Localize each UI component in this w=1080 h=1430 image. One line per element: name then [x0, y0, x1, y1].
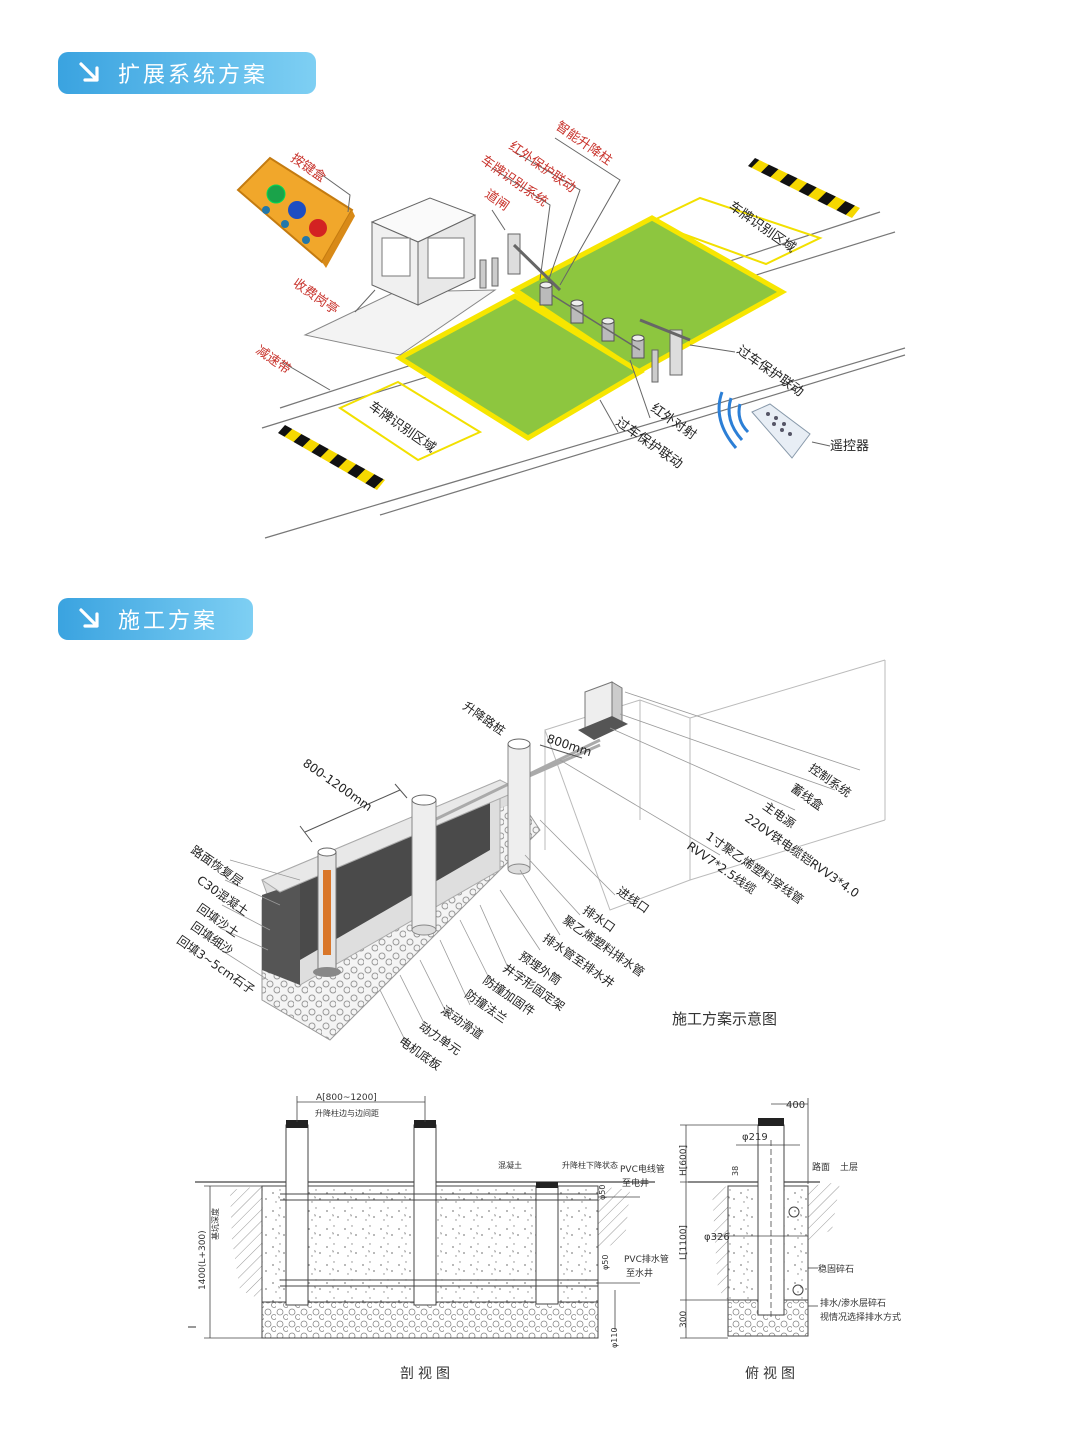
island	[303, 289, 497, 356]
label-h600: H[600]	[679, 1145, 689, 1176]
speed-bump-bottom	[278, 425, 385, 490]
bollard-2	[411, 794, 437, 936]
label-pvc-drain: PVC排水管	[624, 1253, 669, 1265]
label-bollard: 升降路桩	[460, 698, 508, 738]
label-concrete: 混凝土	[498, 1160, 522, 1170]
section-title: 扩展系统方案	[118, 63, 269, 88]
label-spacing: 800-1200mm	[300, 756, 375, 814]
label-soil: 土层	[840, 1161, 858, 1173]
label-to-well1: 至电井	[622, 1177, 649, 1189]
label-dim-a: A[800~1200]	[316, 1093, 377, 1103]
label-inlet: 进线口	[614, 884, 652, 916]
label-n300: 300	[679, 1311, 689, 1328]
label-lowered: 升降柱下降状态	[562, 1160, 618, 1170]
label-road: 路面	[812, 1161, 830, 1173]
green-area-bottom	[395, 293, 645, 441]
label-power2: 220V铁电缆铠RVV3*4.0	[742, 810, 862, 900]
bollard-3	[507, 738, 531, 875]
bollard-1	[313, 847, 341, 977]
label-remote: 遥控器	[830, 439, 869, 454]
speed-bump-top	[748, 158, 860, 218]
button-box	[236, 156, 355, 268]
label-between: 升降柱边与边间距	[315, 1108, 379, 1118]
control-cabinet	[578, 681, 628, 740]
label-speed-bump: 减速带	[253, 343, 294, 378]
toll-booth	[370, 197, 477, 306]
top-view: 400 H[600] φ219 38 路面 土层 φ326 L[1100] 稳固…	[679, 1098, 901, 1382]
plate-zone-top	[647, 196, 823, 266]
label-stone: 稳固碎石	[818, 1263, 854, 1275]
section-and-top-views: A[800~1200] 升降柱边与边间距 混凝土 升降柱下降状态 PVC电线管 …	[188, 1093, 901, 1382]
arrow-down-right-icon	[79, 608, 99, 628]
top-view-caption: 俯视图	[745, 1366, 799, 1382]
barrier-gate	[479, 233, 691, 383]
label-phi326: φ326	[704, 1232, 730, 1243]
construction-diagram: 升降路桩 800-1200mm 800mm 控制系统 蓄线盒 主电源 220V铁…	[174, 659, 886, 1073]
section-view: A[800~1200] 升降柱边与边间距 混凝土 升降柱下降状态 PVC电线管 …	[188, 1093, 669, 1382]
arrow-down-right-icon	[79, 62, 99, 82]
label-plate-zone-bottom: 车牌识别区域	[366, 398, 439, 456]
label-to-well2: 至水井	[626, 1267, 653, 1279]
section-title: 施工方案	[118, 609, 219, 634]
label-drain-layer: 排水/渗水层碎石	[820, 1297, 886, 1309]
label-depth2: 基坑深度	[210, 1208, 220, 1240]
label-toll-booth: 收费岗亭	[290, 275, 342, 318]
label-barrier-gate: 道闸	[482, 187, 512, 214]
label-w400: 400	[786, 1100, 805, 1111]
label-phi219: φ219	[742, 1132, 768, 1143]
label-phi50b: φ50	[601, 1255, 610, 1270]
plate-zone-bottom	[337, 380, 483, 462]
label-l1100: L[1100]	[679, 1225, 689, 1260]
expansion-system-diagram: 按键盒 收费岗亭 减速带 智能升降柱 红外保护联动 车牌识别系统 道闸 车牌识别…	[236, 119, 906, 539]
label-phi50a: φ50	[598, 1185, 607, 1200]
label-pvc-cable: PVC电线管	[620, 1163, 665, 1175]
section-view-caption: 剖视图	[400, 1366, 454, 1382]
label-drain-method: 视情况选择排水方式	[820, 1311, 901, 1323]
label-smart-bollard: 智能升降柱	[553, 119, 615, 169]
label-depth: 1400(L+300)	[198, 1230, 208, 1290]
trench	[260, 779, 541, 1041]
bollard-row	[539, 281, 645, 359]
section-tab-expansion: 扩展系统方案	[58, 52, 316, 94]
label-phi110: φ110	[610, 1327, 619, 1348]
label-vehicle-protect-right: 过车保护联动	[734, 342, 807, 400]
construction-caption: 施工方案示意图	[672, 1010, 777, 1028]
remote-control	[717, 391, 811, 459]
label-n38: 38	[731, 1166, 740, 1176]
section-tab-construction: 施工方案	[58, 598, 253, 640]
